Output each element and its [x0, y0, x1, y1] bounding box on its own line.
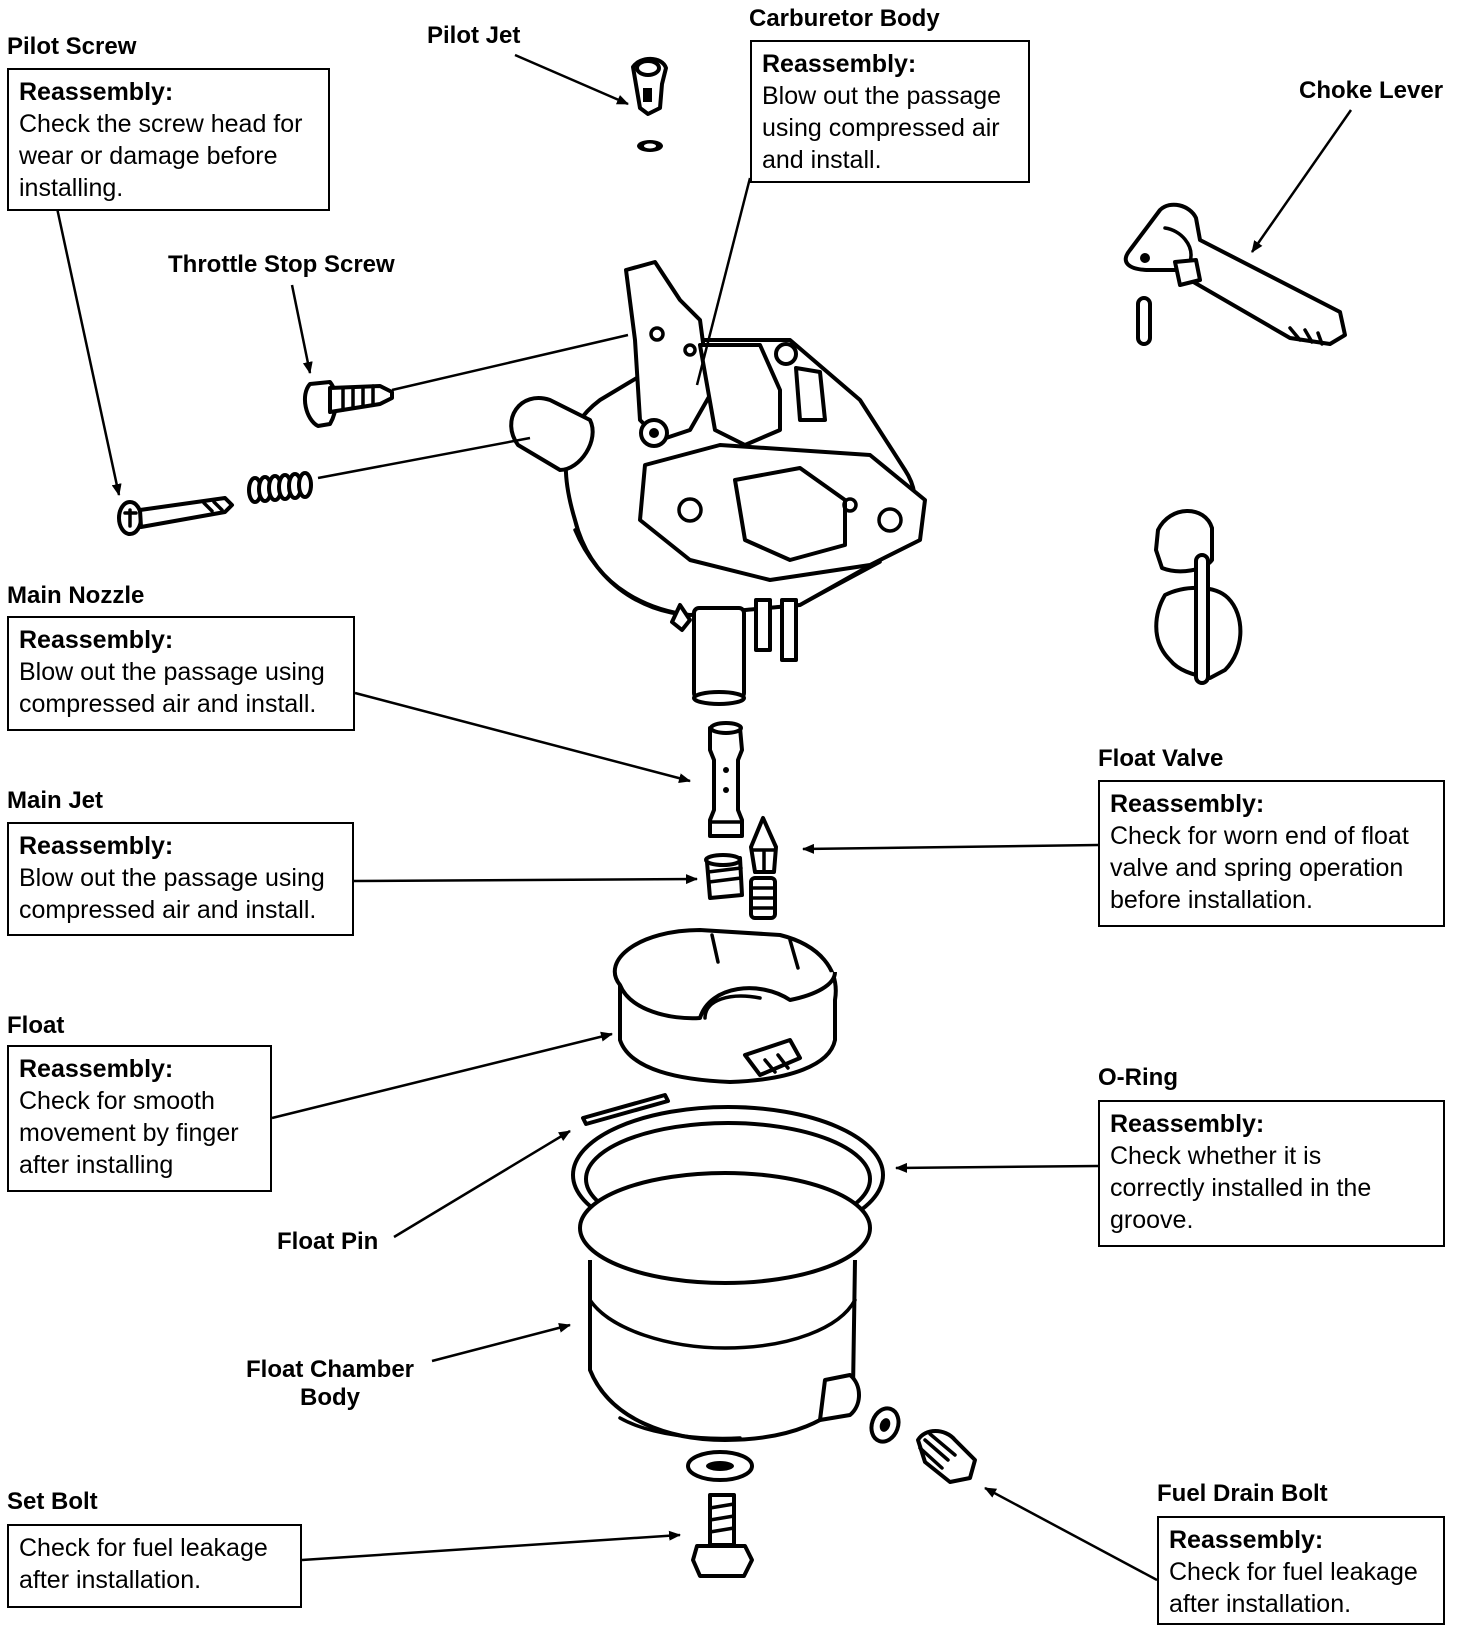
fuel-drain-bolt-leader: [984, 1486, 1158, 1582]
carburetor-body-note-heading: Reassembly:: [762, 50, 917, 78]
main-nozzle-note-heading: Reassembly:: [19, 626, 174, 654]
main-jet-note-text: Blow out the passage using compressed ai…: [19, 864, 325, 924]
pilot-screw-line: [317, 436, 531, 480]
choke-lever-leader: [1250, 109, 1353, 253]
float-pin-drawing: [581, 1093, 670, 1126]
float-pin-leader: [393, 1129, 571, 1239]
pilot-screw-spring-drawing: [247, 471, 313, 504]
float-pin-label: Float Pin: [277, 1228, 379, 1255]
carburetor-body-leader: [695, 177, 752, 386]
set-bolt-label: Set Bolt: [7, 1488, 98, 1515]
main-nozzle-drawing: [708, 721, 744, 838]
main-jet-note: Reassembly: Blow out the passage using c…: [7, 822, 354, 936]
o-ring-label: O-Ring: [1098, 1064, 1178, 1091]
pilot-screw-note-text: Check the screw head for wear or damage …: [19, 110, 303, 202]
o-ring-leader: [895, 1162, 1099, 1173]
main-nozzle-note-text: Blow out the passage using compressed ai…: [19, 658, 325, 718]
carburetor-body-note: Reassembly: Blow out the passage using c…: [750, 40, 1030, 183]
float-valve-note-text: Check for worn end of float valve and sp…: [1110, 822, 1409, 914]
fuel-drain-bolt-note-heading: Reassembly:: [1169, 1526, 1324, 1554]
float-valve-label: Float Valve: [1098, 745, 1224, 772]
carburetor-body-note-text: Blow out the passage using compressed ai…: [762, 82, 1002, 174]
set-bolt-leader: [301, 1530, 681, 1562]
fuel-drain-bolt-drawing: [916, 1429, 977, 1484]
fuel-drain-bolt-label: Fuel Drain Bolt: [1157, 1480, 1328, 1507]
pilot-screw-leader: [55, 207, 122, 496]
choke-lever-label: Choke Lever: [1299, 77, 1444, 104]
float-chamber-body-leader: [431, 1322, 571, 1363]
carburetor-body-label: Carburetor Body: [749, 5, 940, 32]
main-jet-drawing: [704, 853, 744, 900]
throttle-stop-screw-drawing: [302, 380, 394, 428]
o-ring-note: Reassembly: Check whether it is correctl…: [1098, 1100, 1445, 1247]
float-label: Float: [7, 1012, 65, 1039]
o-ring-note-heading: Reassembly:: [1110, 1110, 1265, 1138]
float-note: Reassembly: Check for smooth movement by…: [7, 1045, 272, 1192]
choke-lever-drawing: [1123, 202, 1347, 346]
fuel-drain-bolt-note: Reassembly: Check for fuel leakage after…: [1157, 1516, 1445, 1625]
throttle-stop-screw-line: [391, 333, 629, 392]
set-bolt-washer-drawing: [686, 1450, 754, 1482]
main-jet-leader: [353, 874, 698, 885]
set-bolt-note-text: Check for fuel leakage after installatio…: [19, 1534, 268, 1594]
throttle-stop-screw-leader: [290, 284, 313, 374]
float-valve-drawing: [749, 816, 778, 920]
pilot-jet-label: Pilot Jet: [427, 22, 521, 49]
pilot-screw-note: Reassembly: Check the screw head for wea…: [7, 68, 330, 211]
main-jet-label: Main Jet: [7, 787, 104, 814]
throttle-stop-screw-label: Throttle Stop Screw: [168, 251, 395, 278]
float-valve-leader: [802, 843, 1099, 854]
main-nozzle-note: Reassembly: Blow out the passage using c…: [7, 616, 355, 731]
set-bolt-note: Check for fuel leakage after installatio…: [7, 1524, 302, 1608]
float-leader: [271, 1031, 613, 1120]
pilot-jet-drawing: [631, 56, 668, 152]
float-chamber-body-label: Float Chamber Body: [245, 1356, 415, 1411]
fuel-drain-washer-drawing: [869, 1406, 901, 1444]
choke-valve-drawing: [1154, 509, 1243, 685]
pilot-screw-note-heading: Reassembly:: [19, 78, 174, 106]
main-nozzle-leader: [354, 691, 691, 784]
o-ring-note-text: Check whether it is correctly installed …: [1110, 1142, 1372, 1234]
float-note-text: Check for smooth movement by finger afte…: [19, 1087, 239, 1179]
float-chamber-body-drawing: [578, 1171, 872, 1442]
main-jet-note-heading: Reassembly:: [19, 832, 174, 860]
fuel-drain-bolt-note-text: Check for fuel leakage after installatio…: [1169, 1558, 1418, 1618]
float-drawing: [612, 928, 838, 1084]
pilot-jet-leader: [514, 53, 629, 106]
float-valve-note: Reassembly: Check for worn end of float …: [1098, 780, 1445, 927]
set-bolt-drawing: [691, 1493, 754, 1578]
carburetor-body-drawing: [509, 260, 927, 706]
float-valve-note-heading: Reassembly:: [1110, 790, 1265, 818]
float-note-heading: Reassembly:: [19, 1055, 174, 1083]
pilot-screw-drawing: [117, 496, 234, 536]
pilot-screw-label: Pilot Screw: [7, 33, 137, 60]
main-nozzle-label: Main Nozzle: [7, 582, 145, 609]
